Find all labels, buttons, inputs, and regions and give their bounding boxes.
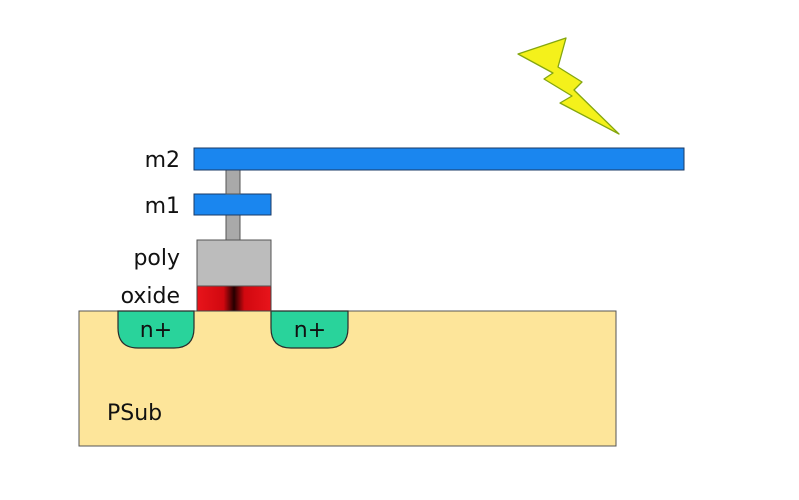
label-m2: m2 [145,148,180,173]
label-m1: m1 [145,194,180,219]
via-poly-m1 [225,214,241,241]
label-poly: poly [133,246,180,271]
gate-oxide [196,285,272,312]
metal1-layer [193,193,272,216]
via-m1-m2 [225,169,241,195]
n-plus-region-left [117,310,195,349]
label-n-plus-left: n+ [140,318,172,343]
lightning-bolt-icon [517,37,620,135]
label-n-plus-right: n+ [294,318,326,343]
metal2-layer [193,147,685,171]
label-psub: PSub [107,401,162,426]
poly-gate [196,239,272,287]
label-oxide: oxide [121,284,180,309]
n-plus-region-right [270,310,349,349]
